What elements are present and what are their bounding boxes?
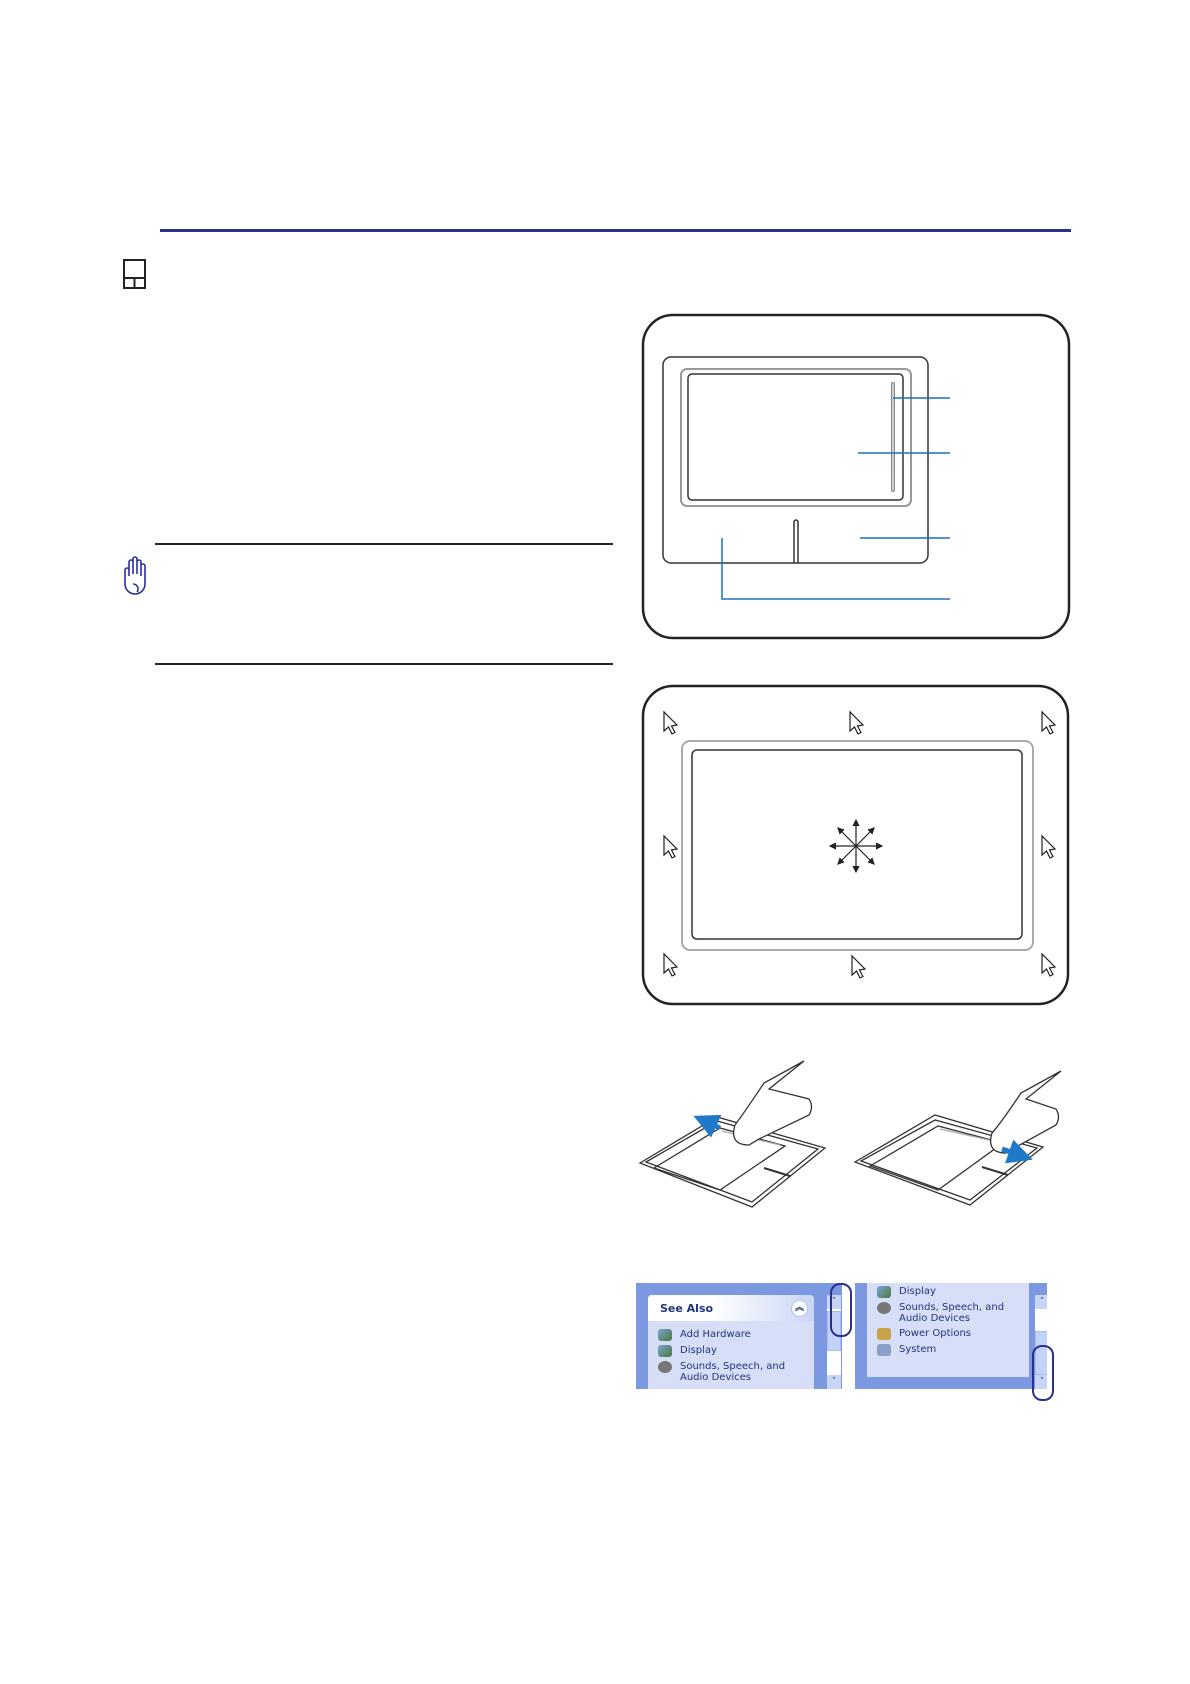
display-icon [658, 1345, 672, 1357]
move-star-icon [828, 818, 884, 874]
button-divider [793, 519, 799, 563]
add-hardware-icon [658, 1329, 672, 1341]
link-label: Display [899, 1286, 936, 1297]
see-also-title: See Also [660, 1301, 714, 1315]
display-icon [877, 1286, 891, 1298]
link-add-hardware[interactable]: Add Hardware [648, 1327, 814, 1343]
stop-hand-icon [124, 556, 146, 595]
cursor-arrow-icon [851, 955, 866, 979]
cursor-arrow-icon [1041, 953, 1056, 977]
link-label: System [899, 1344, 937, 1355]
scroll-arrow-up [693, 1114, 722, 1138]
system-icon [877, 1344, 891, 1356]
collapse-icon[interactable]: ︽ [791, 1300, 808, 1317]
see-also-header[interactable]: See Also ︽ [648, 1295, 814, 1321]
touchpad-unit [662, 356, 929, 564]
link-system[interactable]: System [867, 1342, 1029, 1358]
power-options-icon [877, 1328, 891, 1340]
see-also-card: See Also ︽ Add Hardware Display Sounds, … [648, 1295, 814, 1389]
cursor-arrow-icon [1041, 711, 1056, 735]
link-power-options[interactable]: Power Options [867, 1326, 1029, 1342]
scroll-up-button[interactable]: ˄ [1035, 1295, 1047, 1309]
sounds-icon [877, 1302, 891, 1314]
cursor-arrow-icon [663, 953, 678, 977]
figure-frame-2 [641, 684, 1070, 1006]
touchpad-bezel [680, 368, 912, 507]
scroll-down-button[interactable]: ˅ [827, 1375, 841, 1389]
sounds-icon [658, 1361, 672, 1373]
cursor-arrow-icon [663, 835, 678, 859]
scroll-panel-left: See Also ︽ Add Hardware Display Sounds, … [636, 1283, 842, 1389]
scroll-top-highlight [830, 1283, 852, 1337]
link-label: Display [680, 1345, 717, 1356]
figure-frame [641, 313, 1071, 640]
cursor-arrow-icon [1041, 835, 1056, 859]
leader-lines [721, 397, 950, 600]
finger-scroll-right [853, 1070, 1062, 1206]
note-rule-bottom [155, 663, 613, 665]
cursor-arrow-icon [663, 711, 678, 735]
link-display[interactable]: Display [867, 1284, 1029, 1300]
header-rule [160, 229, 1071, 232]
touchpad-surface [687, 373, 904, 501]
cursor-arrow-icon [849, 711, 864, 735]
link-display[interactable]: Display [648, 1343, 814, 1359]
finger-scroll-left [638, 1060, 827, 1208]
scroll-arrow-down [1001, 1139, 1033, 1164]
scroll-bottom-highlight [1032, 1345, 1054, 1401]
touchpad-icon [123, 259, 146, 289]
link-label: Power Options [899, 1328, 971, 1339]
scroll-down-button[interactable]: ˅ [1035, 1375, 1047, 1389]
note-rule-top [155, 543, 613, 545]
link-label: Add Hardware [680, 1329, 751, 1340]
